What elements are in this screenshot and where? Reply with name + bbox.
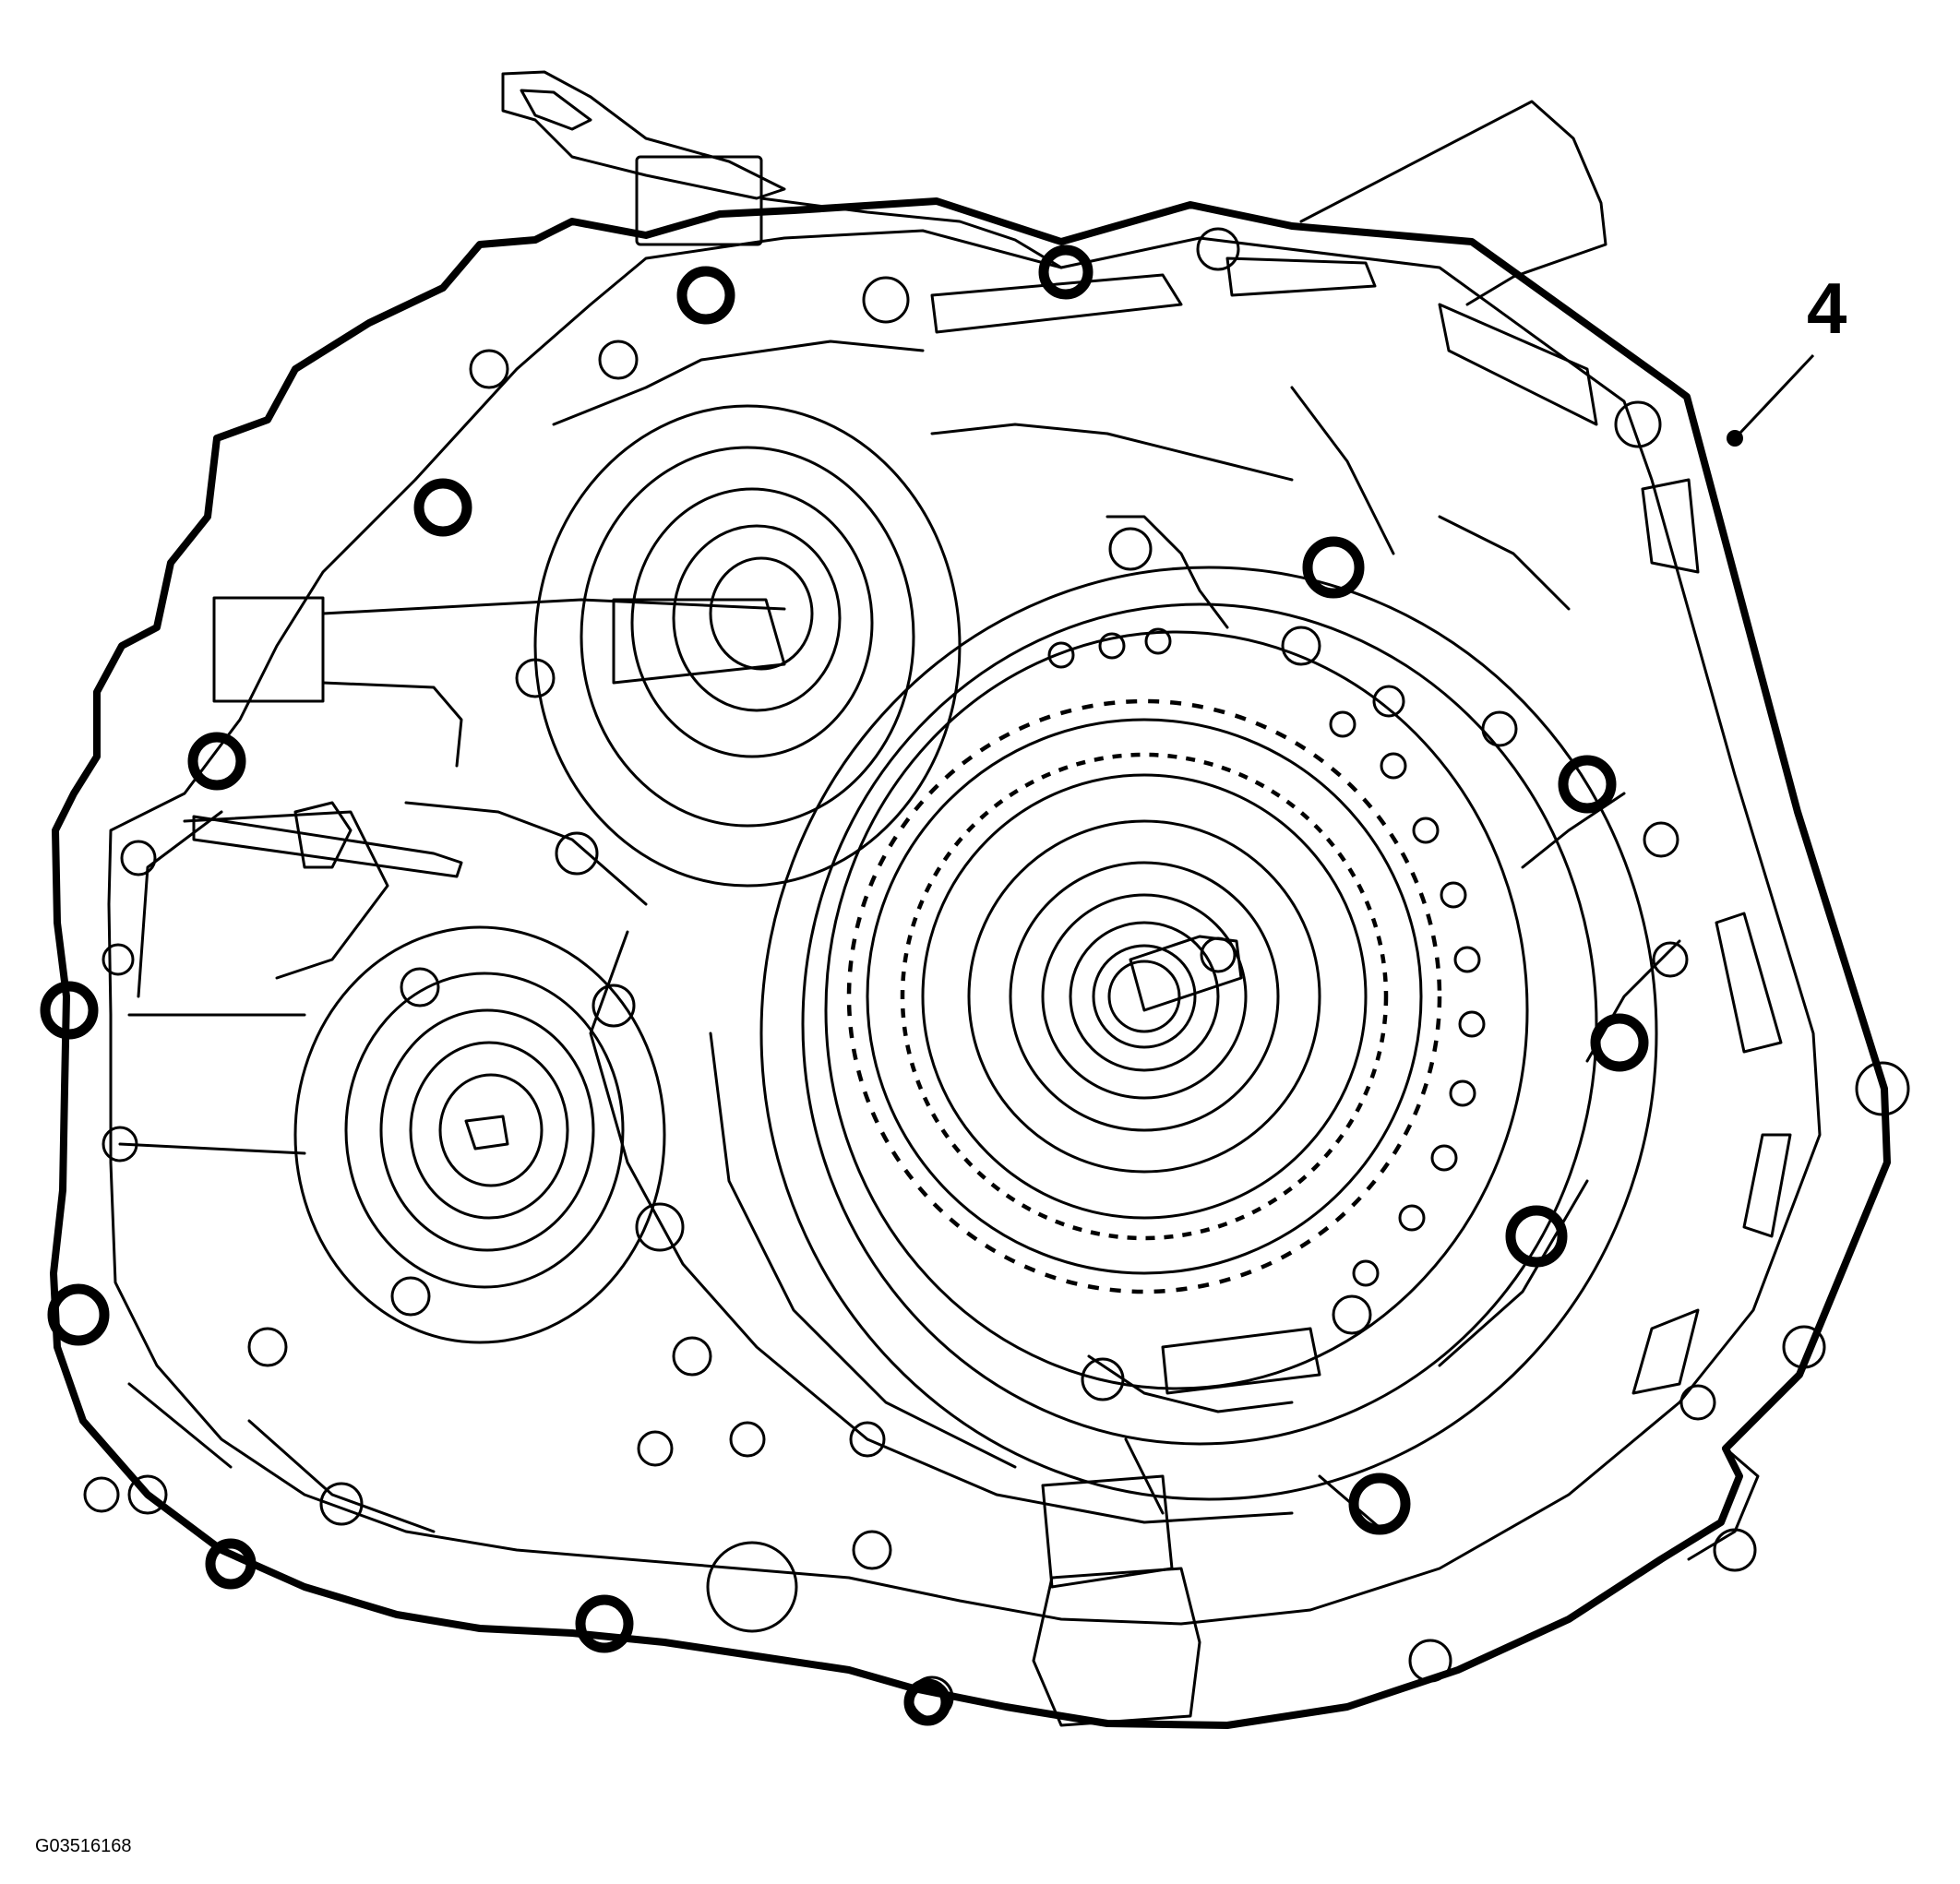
center-cavity-wall xyxy=(801,602,1598,1446)
flange-slots xyxy=(930,256,1792,1589)
lower-bore-ring-5 xyxy=(438,1073,544,1187)
callout-leader-line xyxy=(1738,353,1815,435)
left-sensor-block xyxy=(212,596,325,703)
mid-left-linkage xyxy=(293,801,353,869)
lower-bore-ring-2 xyxy=(344,972,625,1289)
top-bracket-tab xyxy=(501,70,786,200)
left-lever xyxy=(192,815,463,878)
output-shaft-tube xyxy=(1299,100,1607,306)
gear-hub-ring-4 xyxy=(1041,893,1248,1100)
gear-hub-ring-6 xyxy=(1092,944,1197,1049)
lower-sensor-housing xyxy=(1032,1567,1201,1727)
upper-bore-ring-5 xyxy=(709,556,814,671)
lower-bore-ring-3 xyxy=(379,1008,595,1252)
gear-hub-ring-2 xyxy=(967,819,1321,1174)
center-lower-brace xyxy=(1087,1354,1294,1413)
gear-hub-ring-1 xyxy=(921,773,1368,1220)
gear-hub-ring-5 xyxy=(1069,921,1220,1072)
center-cavity-outer xyxy=(759,566,1658,1501)
case-outer-outline xyxy=(50,197,1891,1729)
case-inner-flange xyxy=(107,229,1822,1626)
callout-label: 4 xyxy=(1807,268,1847,349)
ring-gear-teeth-outer xyxy=(846,698,1442,1294)
callout-leader-dot xyxy=(1727,430,1743,447)
center-stub-shaft xyxy=(1129,935,1243,1012)
gear-hub-ring-3 xyxy=(1009,861,1280,1132)
ring-gear-teeth-inner xyxy=(900,752,1389,1241)
ring-gear-carrier xyxy=(824,630,1529,1390)
case-bolts xyxy=(40,244,1649,1726)
upper-shaft xyxy=(612,598,786,685)
upper-bore-ring-4 xyxy=(672,524,842,712)
top-connector xyxy=(635,155,763,246)
top-connector-lead xyxy=(759,197,1063,269)
left-sensor-lead xyxy=(321,598,786,615)
right-ear-flange xyxy=(1687,1447,1760,1561)
ring-gear-root xyxy=(866,718,1423,1275)
figure-id: G03516168 xyxy=(35,1836,132,1856)
lower-bore-key xyxy=(464,1115,509,1151)
lower-bore-ring-4 xyxy=(409,1041,569,1220)
upper-bore-ring-3 xyxy=(630,487,874,758)
gear-hub-ring-7 xyxy=(1107,960,1181,1033)
left-sensor-lead-lower xyxy=(321,681,463,768)
center-stub-tip xyxy=(1200,936,1237,973)
flange-holes xyxy=(83,227,1910,1720)
upper-bore-ring-2 xyxy=(580,446,915,828)
carrier-holes xyxy=(1047,627,1486,1287)
center-upper-brace xyxy=(1105,515,1229,629)
upper-bore-ring-1 xyxy=(533,404,962,888)
lower-bore-ring-1 xyxy=(293,925,666,1344)
top-bracket-slot xyxy=(520,89,592,131)
